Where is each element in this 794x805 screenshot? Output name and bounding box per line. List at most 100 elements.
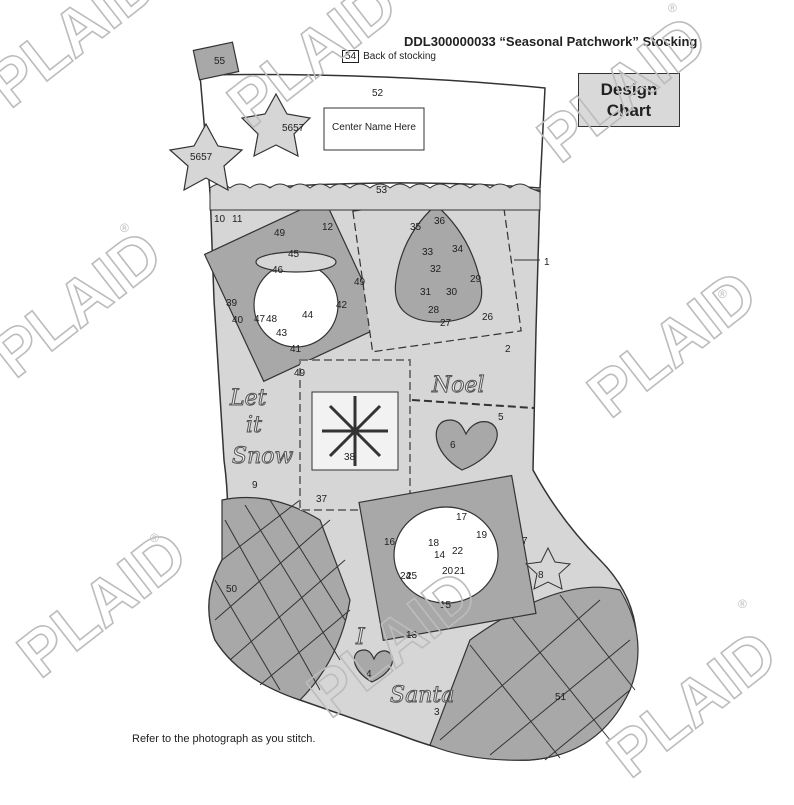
region-label-30: 30 bbox=[446, 287, 458, 298]
watermark-1: PLAID bbox=[0, 0, 170, 121]
cuff-trim bbox=[209, 183, 541, 211]
watermark-6: PLAID bbox=[4, 516, 200, 691]
snow-text: Snow bbox=[232, 444, 293, 469]
region-label-17: 17 bbox=[456, 512, 468, 523]
region-label-48: 48 bbox=[266, 314, 278, 325]
watermark-5: PLAID bbox=[574, 256, 770, 431]
region-label-9: 9 bbox=[252, 480, 258, 491]
snowflake-icon bbox=[322, 396, 388, 466]
region-label-14: 14 bbox=[434, 550, 446, 561]
it-text: it bbox=[246, 413, 262, 438]
badge-line1: Design bbox=[600, 80, 658, 99]
region-label-3: 3 bbox=[434, 707, 440, 718]
region-label-10: 10 bbox=[214, 214, 226, 225]
region-label-47: 47 bbox=[254, 314, 266, 325]
region-label-49: 49 bbox=[274, 228, 286, 239]
name-box-text: Center Name Here bbox=[332, 122, 416, 133]
region-label-12: 12 bbox=[322, 222, 334, 233]
region-label-18: 18 bbox=[428, 538, 440, 549]
region-label-15: 15 bbox=[440, 600, 452, 611]
region-label-33: 33 bbox=[422, 247, 434, 258]
region-label-19: 19 bbox=[476, 530, 488, 541]
region-label-38: 38 bbox=[344, 452, 356, 463]
footer-note: Refer to the photograph as you stitch. bbox=[132, 733, 316, 745]
region-label-52: 52 bbox=[372, 88, 384, 99]
watermark-3: PLAID bbox=[524, 1, 720, 176]
watermark-mark-1: ® bbox=[120, 221, 129, 235]
region-label-25: 25 bbox=[406, 571, 418, 582]
star-icon-left bbox=[168, 122, 244, 192]
badge-line2: Chart bbox=[606, 101, 652, 120]
region-label-29: 29 bbox=[470, 274, 482, 285]
toe-lattice bbox=[439, 594, 636, 761]
region-label-11: 11 bbox=[232, 214, 243, 225]
region-label-39: 39 bbox=[226, 298, 238, 309]
region-label-40: 40 bbox=[232, 315, 244, 326]
region-label-35: 35 bbox=[410, 222, 422, 233]
tree-shape bbox=[394, 204, 483, 323]
region-label-5657: 5657 bbox=[190, 152, 213, 163]
region-label-2: 2 bbox=[505, 344, 511, 355]
heel-lattice bbox=[214, 499, 351, 691]
region-label-26: 26 bbox=[482, 312, 494, 323]
region-label-49: 49 bbox=[294, 368, 306, 379]
watermark-mark-5: ® bbox=[738, 597, 747, 611]
region-label-6: 6 bbox=[450, 440, 456, 451]
region-label-5: 5 bbox=[498, 412, 504, 423]
let-text: Let bbox=[229, 386, 267, 411]
region-label-16: 16 bbox=[384, 537, 396, 548]
region-label-8: 8 bbox=[538, 570, 544, 581]
region-label-4: 4 bbox=[366, 669, 372, 680]
star-icon-8 bbox=[524, 546, 572, 590]
watermark-mark-3: ® bbox=[718, 287, 727, 301]
region-label-36: 36 bbox=[434, 216, 446, 227]
back-number: 54 bbox=[342, 50, 360, 63]
noel-text: Noel bbox=[431, 373, 485, 398]
region-label-43: 43 bbox=[276, 328, 288, 339]
snowman-hat bbox=[255, 251, 337, 273]
region-label-21: 21 bbox=[454, 566, 466, 577]
region-label-37: 37 bbox=[316, 494, 328, 505]
watermark-mark-4: ® bbox=[150, 531, 159, 545]
design-chart-badge: Design Chart bbox=[578, 73, 680, 127]
snowman-face bbox=[253, 262, 339, 348]
region-label-50: 50 bbox=[226, 584, 238, 595]
region-label-53: 53 bbox=[376, 185, 388, 196]
region-label-51: 51 bbox=[555, 692, 567, 703]
region-label-5657: 5657 bbox=[282, 123, 305, 134]
region-label-24: 24 bbox=[400, 571, 412, 582]
region-label-20: 20 bbox=[442, 566, 454, 577]
heart-patch-6 bbox=[435, 419, 498, 471]
region-label-41: 41 bbox=[290, 344, 302, 355]
santa-face bbox=[393, 506, 499, 604]
dashed-divider bbox=[411, 399, 535, 409]
hanger-loop bbox=[192, 41, 240, 81]
pointer-label-1: 1 bbox=[544, 257, 550, 268]
region-label-31: 31 bbox=[420, 287, 432, 298]
watermark-4: PLAID bbox=[0, 216, 175, 391]
star-icon-right bbox=[240, 92, 312, 158]
region-label-32: 32 bbox=[430, 264, 442, 275]
region-label-42: 42 bbox=[336, 300, 348, 311]
santa-text: Santa bbox=[390, 683, 454, 708]
back-label: Back of stocking bbox=[363, 51, 436, 62]
region-label-27: 27 bbox=[440, 318, 452, 329]
region-label-28: 28 bbox=[428, 305, 440, 316]
region-label-49: 49 bbox=[354, 277, 366, 288]
name-box bbox=[323, 107, 425, 151]
chart-title: DDL300000033 “Seasonal Patchwork” Stocki… bbox=[404, 34, 698, 49]
region-label-44: 44 bbox=[302, 310, 314, 321]
i-text: I bbox=[355, 625, 366, 650]
watermark-mark-2: ® bbox=[668, 1, 677, 15]
region-label-45: 45 bbox=[288, 249, 300, 260]
heart-patch-4 bbox=[353, 649, 394, 683]
region-label-34: 34 bbox=[452, 244, 464, 255]
region-label-55: 55 bbox=[214, 56, 226, 67]
region-label-7: 7 bbox=[522, 536, 528, 547]
region-label-22: 22 bbox=[452, 546, 464, 557]
region-label-46: 46 bbox=[272, 265, 284, 276]
region-label-13: 13 bbox=[406, 630, 418, 641]
